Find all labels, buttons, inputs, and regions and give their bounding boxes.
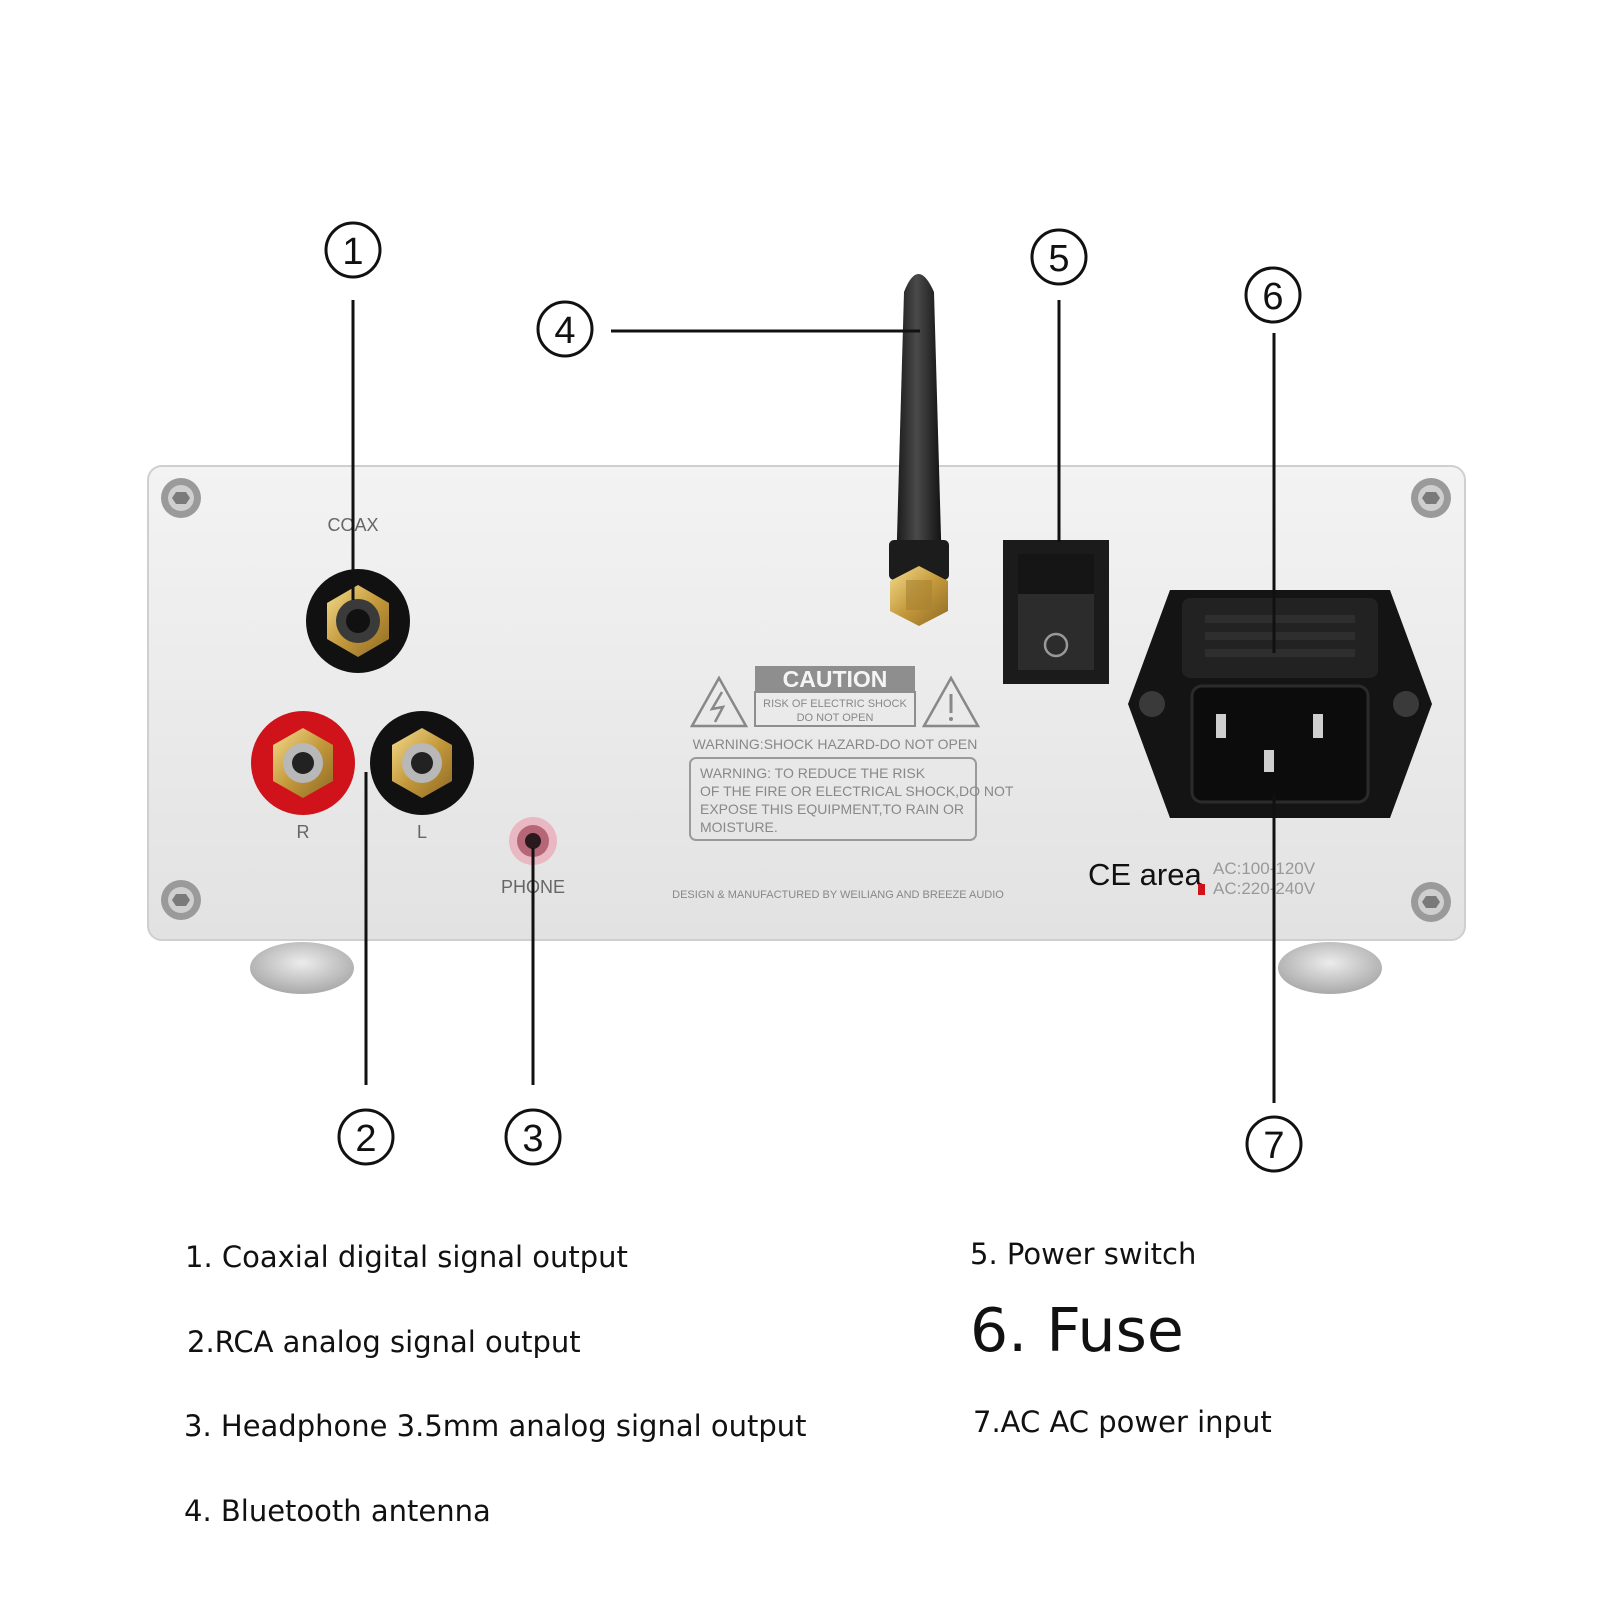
caution-label: CAUTION RISK OF ELECTRIC SHOCK DO NOT OP…	[689, 666, 1014, 841]
svg-text:5: 5	[1048, 238, 1069, 280]
warning-shock-text: WARNING:SHOCK HAZARD-DO NOT OPEN	[693, 736, 978, 752]
shock-warning-icon	[689, 675, 749, 728]
warning-line1: WARNING: TO REDUCE THE RISK	[700, 765, 926, 781]
legend-item-3: 3. Headphone 3.5mm analog signal output	[184, 1409, 807, 1443]
bluetooth-antenna-icon	[889, 274, 949, 626]
warning-line3: EXPOSE THIS EQUIPMENT,TO RAIN OR	[700, 801, 964, 817]
ac-inlet-with-fuse-icon	[1128, 590, 1432, 818]
caution-line2: DO NOT OPEN	[797, 712, 874, 724]
callout-number-5: 5	[1030, 228, 1088, 286]
screw-icon	[1411, 478, 1451, 518]
panel-screws	[161, 478, 1451, 922]
power-switch-icon	[1003, 540, 1109, 684]
design-credit: DESIGN & MANUFACTURED BY WEILIANG AND BR…	[672, 889, 1004, 901]
voltage-label-1: AC:100-120V	[1213, 859, 1316, 878]
legend-item-7: 7.AC AC power input	[973, 1405, 1272, 1439]
svg-text:2: 2	[355, 1118, 376, 1160]
rear-panel	[147, 465, 1466, 941]
rca-r-label: R	[297, 822, 310, 842]
callout-number-6: 6	[1244, 266, 1302, 324]
svg-text:7: 7	[1263, 1125, 1284, 1167]
callout-number-2: 2	[337, 1108, 395, 1166]
callout-number-7: 7	[1245, 1115, 1303, 1173]
voltage-indicator-mark	[1198, 884, 1205, 895]
voltage-label-2: AC:220-240V	[1213, 879, 1316, 898]
screw-icon	[161, 478, 201, 518]
callout-number-4: 4	[536, 300, 594, 358]
svg-text:4: 4	[554, 310, 575, 352]
callout-number-1: 1	[324, 221, 382, 279]
legend-item-1: 1. Coaxial digital signal output	[185, 1240, 628, 1274]
headphone-jack-icon	[509, 817, 557, 865]
caution-title: CAUTION	[783, 666, 888, 692]
right-foot	[1278, 942, 1382, 994]
screw-icon	[1411, 882, 1451, 922]
callout-number-3: 3	[504, 1108, 562, 1166]
coax-connector-icon	[306, 569, 410, 673]
warning-line4: MOISTURE.	[700, 819, 778, 835]
exclamation-warning-icon	[921, 675, 981, 728]
legend-item-5: 5. Power switch	[970, 1237, 1197, 1271]
rca-left-connector-icon	[370, 711, 474, 815]
rca-l-label: L	[417, 822, 427, 842]
warning-line2: OF THE FIRE OR ELECTRICAL SHOCK,DO NOT	[700, 783, 1014, 799]
svg-text:1: 1	[342, 231, 363, 273]
rca-right-connector-icon	[251, 711, 355, 815]
caution-line1: RISK OF ELECTRIC SHOCK	[763, 698, 907, 710]
ce-area-label: CE area	[1088, 857, 1202, 892]
legend-item-2: 2.RCA analog signal output	[187, 1325, 581, 1359]
legend-item-4: 4. Bluetooth antenna	[184, 1494, 491, 1528]
left-foot	[250, 942, 354, 994]
legend-item-6: 6. Fuse	[970, 1296, 1184, 1366]
screw-icon	[161, 880, 201, 920]
svg-text:6: 6	[1262, 276, 1283, 318]
device-feet	[250, 942, 1382, 994]
callout-leader-lines	[351, 300, 1276, 1103]
svg-text:3: 3	[522, 1118, 543, 1160]
